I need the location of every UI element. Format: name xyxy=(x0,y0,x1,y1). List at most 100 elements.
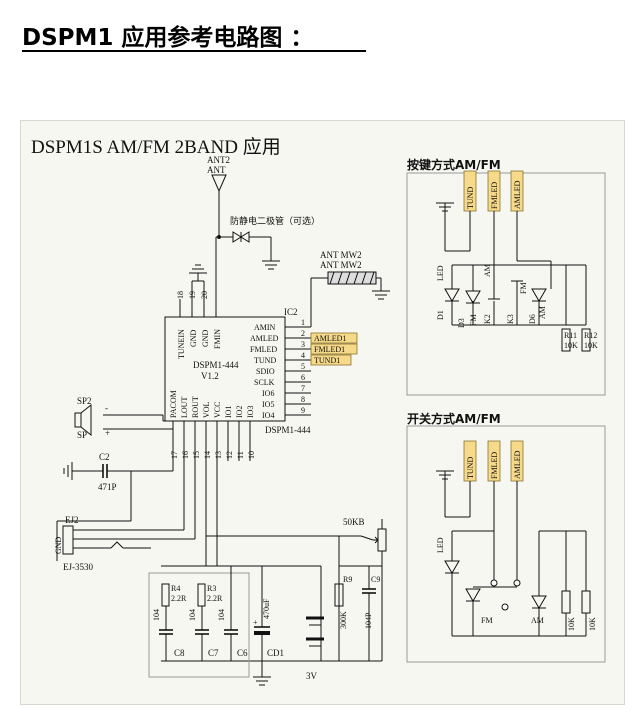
sw-led-fm-icon xyxy=(465,588,481,602)
ic-bottom-pins xyxy=(172,421,251,566)
pin-tund: TUND xyxy=(254,356,276,365)
key-fm1: FM xyxy=(469,314,478,326)
pin-num-16: 16 xyxy=(181,451,190,459)
ic-name: DSPM1-444 xyxy=(193,360,239,370)
tag-tund1-text: TUND1 xyxy=(314,356,340,365)
pin-amin: AMIN xyxy=(254,323,276,332)
c9-value: 104P xyxy=(364,612,373,629)
switch-contact-fm xyxy=(490,579,498,587)
key-mode-ground-icon xyxy=(436,202,470,252)
esd-ground-icon xyxy=(262,260,280,270)
sw-led-am-icon xyxy=(531,595,547,609)
r3-ref: R3 xyxy=(207,584,216,593)
pin-io1: IO1 xyxy=(224,406,233,418)
key-conn-fmled: FMLED xyxy=(490,182,499,209)
pin-fmled: FMLED xyxy=(250,345,277,354)
sw-fm: FM xyxy=(481,616,493,625)
sw-r2: 10K xyxy=(588,617,597,631)
pin-io2: IO2 xyxy=(235,406,244,418)
antenna-icon xyxy=(211,174,227,237)
sw-conn-amled: AMLED xyxy=(513,450,522,479)
ant2-label: ANT2 xyxy=(207,155,230,165)
key-am1: AM xyxy=(483,264,492,277)
key-mode-wiring xyxy=(451,239,587,326)
pin-sclk: SCLK xyxy=(254,378,275,387)
pin-pacom: PACOM xyxy=(169,390,178,418)
output-filter-box xyxy=(148,572,250,678)
speaker-sp: SP xyxy=(77,430,87,440)
key-am2: AM xyxy=(538,306,547,319)
led-d1-icon xyxy=(444,288,460,302)
pin-num-8: 8 xyxy=(301,395,305,404)
key-mode-title: 按键方式AM/FM xyxy=(407,157,501,172)
potentiometer-icon xyxy=(206,519,387,566)
jack-part: EJ-3530 xyxy=(63,562,93,572)
key-r11v: 10K xyxy=(564,341,578,350)
switch-mode-panel xyxy=(406,425,606,663)
pin-num-11: 11 xyxy=(236,451,245,459)
speaker-plus: + xyxy=(105,428,110,438)
capacitor-c6-icon xyxy=(224,566,238,661)
esd-note: 防静电二极管（可选） xyxy=(230,215,320,226)
sw-resistor-2-icon xyxy=(581,590,591,614)
sw-conn-tund: TUND xyxy=(466,457,475,479)
pin-num-12: 12 xyxy=(225,451,234,459)
pin-gnd-1: GND xyxy=(189,329,198,347)
r4-value: 2.2R xyxy=(171,594,187,603)
key-conn-tund: TUND xyxy=(466,187,475,209)
pin-num-13: 13 xyxy=(214,451,223,459)
signal-tag-fmled1: FMLED1 xyxy=(310,343,358,355)
pin-num-2: 2 xyxy=(301,329,305,338)
pin-io5: IO5 xyxy=(262,400,274,409)
tag-amled1-text: AMLED1 xyxy=(314,334,346,343)
resistor-r3-icon xyxy=(197,583,206,607)
pin-fmin: FMIN xyxy=(213,329,222,349)
c6-value: 104 xyxy=(217,609,226,621)
schematic-svg: DSPM1S AM/FM 2BAND 应用 ANT2 ANT 防静电二极管（可选… xyxy=(31,136,606,686)
capacitor-c9-icon xyxy=(339,565,382,661)
ic-version: V1.2 xyxy=(201,371,219,381)
pin-num-9: 9 xyxy=(301,406,305,415)
speaker-minus: - xyxy=(105,403,108,413)
c9-ref: C9 xyxy=(371,575,380,584)
c7-ref: C7 xyxy=(208,648,219,658)
pin-num-20: 20 xyxy=(200,291,209,299)
c7-value: 104 xyxy=(188,609,197,621)
switch-k3-icon xyxy=(511,280,523,301)
sw-conn-fmled: FMLED xyxy=(490,452,499,479)
led-d3-icon xyxy=(465,265,481,304)
resistor-r9-icon xyxy=(334,583,344,607)
pin-num-14: 14 xyxy=(203,451,212,459)
ic-bottom-label: DSPM1-444 xyxy=(265,425,311,435)
ic-top-pins xyxy=(179,236,219,317)
switch-mode-connectors xyxy=(463,440,524,531)
schematic-panel: DSPM1S AM/FM 2BAND 应用 ANT2 ANT 防静电二极管（可选… xyxy=(20,120,625,705)
pin-sdio: SDIO xyxy=(256,367,275,376)
c2-value: 471P xyxy=(98,482,117,492)
jack-gnd: GND xyxy=(54,536,63,554)
ic-body xyxy=(164,316,286,422)
cd1-value: 470uF xyxy=(262,598,271,619)
sw-am: AM xyxy=(531,616,544,625)
tag-fmled1-text: FMLED1 xyxy=(314,345,345,354)
c8-ref: C8 xyxy=(174,648,185,658)
key-k3: K3 xyxy=(506,314,515,324)
c8-value: 104 xyxy=(152,609,161,621)
r3-value: 2.2R xyxy=(207,594,223,603)
pin-num-1: 1 xyxy=(301,318,305,327)
led-d6-icon xyxy=(531,288,547,302)
ant-mw-label-2: ANT MW2 xyxy=(320,260,362,270)
audio-jack-icon xyxy=(56,461,196,561)
switch-contact-am xyxy=(513,579,521,587)
pin-num-4: 4 xyxy=(301,351,305,360)
key-mode-connectors xyxy=(463,170,524,261)
sw-r1: 10K xyxy=(567,617,576,631)
pin-num-6: 6 xyxy=(301,373,305,382)
pin-vcc: VCC xyxy=(213,402,222,418)
resistor-r11-icon xyxy=(561,328,571,352)
cd1-ref: CD1 xyxy=(267,648,284,658)
r9-ref: R9 xyxy=(343,575,352,584)
signal-tag-tund1: TUND1 xyxy=(310,354,352,366)
switch-mode-ground-icon xyxy=(436,470,470,518)
resistor-r12-icon xyxy=(581,328,591,352)
